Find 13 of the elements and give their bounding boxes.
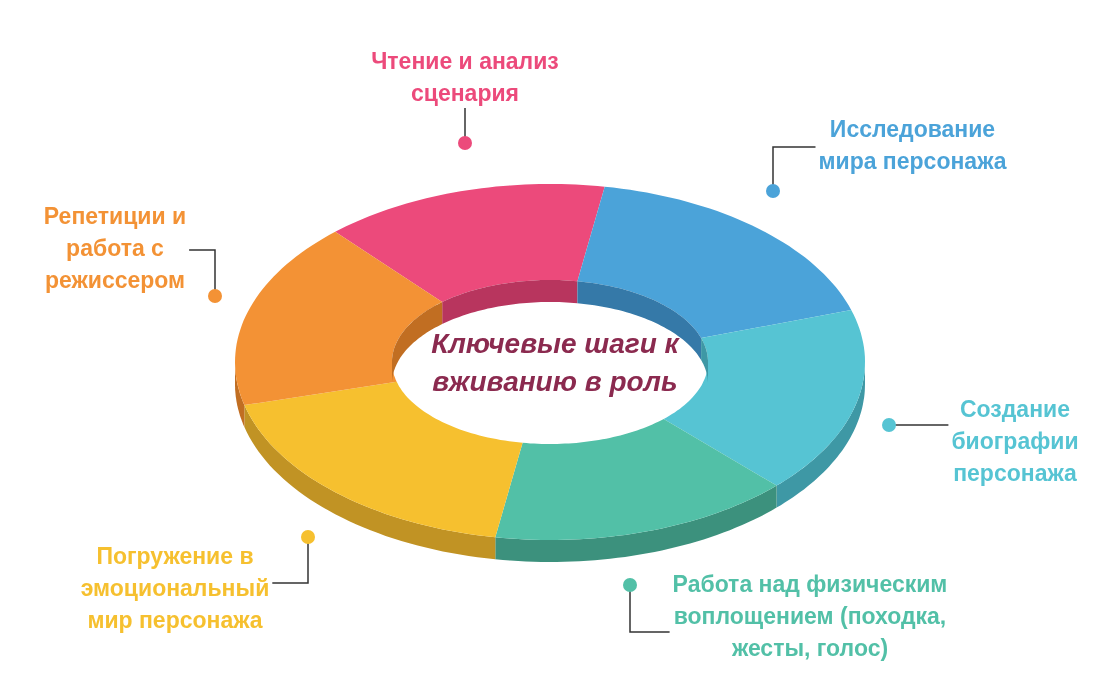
leader-line bbox=[766, 146, 817, 198]
step-label: Репетиции и работа с режиссером bbox=[40, 200, 190, 296]
leader-line bbox=[882, 418, 950, 432]
step-label: Погружение в эмоциональный мир персонажа bbox=[70, 540, 280, 636]
leader-line bbox=[623, 578, 671, 633]
center-title: Ключевые шаги к вживанию в роль bbox=[410, 325, 700, 401]
leader-line bbox=[271, 530, 315, 584]
step-label: Создание биографии персонажа bbox=[935, 393, 1095, 489]
step-label: Работа над физическим воплощением (походка, жесты, голос) bbox=[660, 568, 960, 664]
leader-line bbox=[458, 107, 472, 150]
step-label: Исследование мира персонажа bbox=[800, 113, 1025, 177]
step-label: Чтение и анализ сценария bbox=[330, 45, 600, 109]
leader-line bbox=[188, 249, 222, 303]
